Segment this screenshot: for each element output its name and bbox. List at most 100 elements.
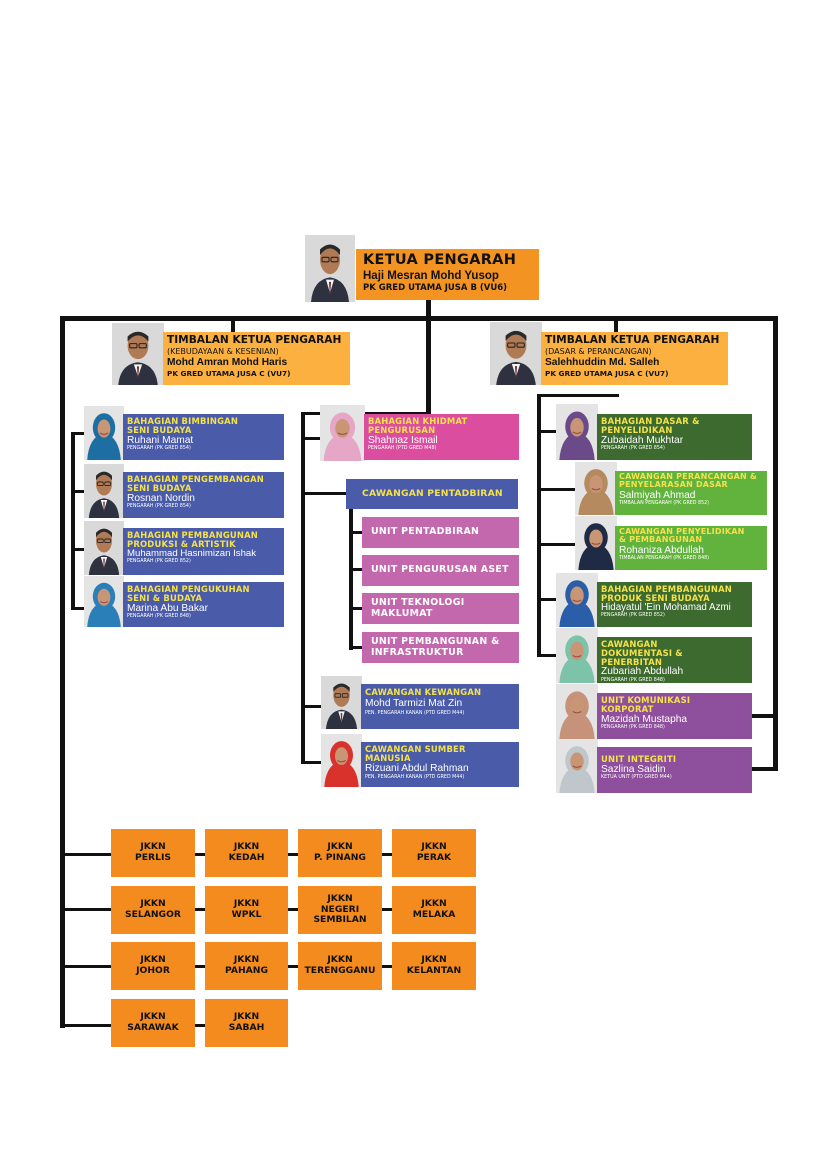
unit-box: UNIT TEKNOLOGI MAKLUMAT (362, 593, 519, 624)
line-right-tick-2 (537, 488, 579, 491)
khidmat-name: Shahnaz Ismail (368, 434, 438, 446)
unit-box: UNIT PENTADBIRAN (362, 517, 519, 548)
line-middle-tick-sumber (301, 761, 323, 764)
jkkn-state: PERAK (416, 852, 452, 863)
jkkn-label: JKKN (421, 954, 447, 966)
right-unit-portrait-icon (556, 684, 598, 739)
line-jkkn-r2-c (382, 908, 394, 911)
left-unit-position: PENGARAH (PK GRED 848) (127, 613, 191, 619)
unit-label: UNIT PENGURUSAN ASET (371, 564, 509, 576)
jkkn-state: WPKL (231, 909, 262, 920)
right-unit-box: UNIT INTEGRITI Sazlina Saidin KETUA UNIT… (597, 747, 752, 793)
right-unit-portrait-icon (575, 462, 617, 515)
sumber-box: CAWANGAN SUMBER MANUSIA Rizuani Abdul Ra… (361, 742, 519, 787)
jkkn-state: KELANTAN (406, 965, 462, 976)
kewangan-box: CAWANGAN KEWANGAN Mohd Tarmizi Mat Zin P… (361, 684, 519, 729)
right-unit-heading: BAHAGIAN PEMBANGUNAN PRODUK SENI BUDAYA (601, 584, 732, 603)
line-middle-vertical (301, 412, 305, 764)
line-left-bracket (71, 432, 75, 610)
jkkn-state: P. PINANG (314, 852, 366, 863)
jkkn-state: JOHOR (136, 965, 170, 976)
right-unit-portrait-icon (556, 739, 598, 793)
right-unit-name: Hidayatul 'Ein Mohamad Azmi (601, 601, 731, 613)
line-jkkn-r3-c (382, 965, 394, 968)
jkkn-label: JKKN (421, 898, 447, 910)
right-unit-heading: UNIT KOMUNIKASI KORPORAT (601, 695, 691, 714)
left-unit-box: BAHAGIAN PENGUKUHAN SENI & BUDAYA Marina… (123, 582, 284, 627)
deputy-left-sub: (KEBUDAYAAN & KESENIAN) (167, 347, 279, 357)
deputy-left-grade: PK GRED UTAMA JUSA C (VU7) (167, 369, 291, 379)
left-unit-box: BAHAGIAN PEMBANGUNAN PRODUKSI & ARTISTIK… (123, 528, 284, 575)
left-unit-heading: BAHAGIAN PENGEMBANGAN SENI BUDAYA (127, 474, 264, 493)
khidmat-box: BAHAGIAN KHIDMAT PENGURUSAN Shahnaz Isma… (364, 414, 519, 460)
deputy-right-name: Salehhuddin Md. Salleh (545, 356, 660, 368)
right-unit-heading: CAWANGAN DOKUMENTASI & PENERBITAN (601, 639, 683, 667)
line-right-main (773, 316, 778, 771)
right-unit-position: TIMBALAN PENGARAH (PK GRED 848) (619, 556, 710, 561)
left-unit-position: PENGARAH (PK GRED 854) (127, 445, 191, 451)
jkkn-state: TERENGGANU (304, 965, 376, 976)
kewangan-name: Mohd Tarmizi Mat Zin (365, 697, 463, 709)
kewangan-heading: CAWANGAN KEWANGAN (365, 687, 482, 697)
right-unit-portrait-icon (556, 628, 598, 683)
right-unit-name: Salmiyah Ahmad (619, 489, 696, 501)
right-unit-heading: BAHAGIAN DASAR & PENYELIDIKAN (601, 416, 700, 435)
jkkn-label: JKKN (327, 954, 353, 966)
left-unit-portrait-icon (84, 576, 124, 627)
deputy-left-title: TIMBALAN KETUA PENGARAH (167, 334, 342, 346)
line-left-tick-3 (71, 548, 89, 551)
deputy-left-box: TIMBALAN KETUA PENGARAH (KEBUDAYAAN & KE… (163, 332, 350, 385)
line-jkkn-r2-a (195, 908, 207, 911)
line-head-stem (426, 300, 431, 320)
right-unit-position: PENGARAH (PK GRED 848) (601, 677, 665, 683)
line-jkkn-r3-b (288, 965, 300, 968)
line-right-komunikasi (752, 714, 778, 718)
jkkn-state: PERLIS (135, 852, 171, 863)
left-unit-position: PENGARAH (PK GRED 852) (127, 559, 191, 565)
line-right-integriti (752, 767, 778, 771)
left-unit-heading: BAHAGIAN BIMBINGAN SENI BUDAYA (127, 416, 239, 435)
deputy-left-portrait-icon (112, 323, 164, 385)
right-unit-portrait-icon (556, 573, 598, 627)
unit-label: UNIT PENTADBIRAN (371, 526, 480, 538)
right-unit-heading: CAWANGAN PERANCANGAN & PENYELARASAN DASA… (619, 472, 758, 490)
right-unit-name: Mazidah Mustapha (601, 713, 688, 725)
jkkn-label: JKKN (233, 954, 260, 966)
line-right-tick-5 (537, 654, 563, 657)
jkkn-label: JKKN (327, 841, 353, 853)
khidmat-position: PENGARAH (PTD GRED M48) (368, 445, 437, 451)
right-unit-box: BAHAGIAN PEMBANGUNAN PRODUK SENI BUDAYA … (597, 582, 752, 627)
right-unit-heading: UNIT INTEGRITI (601, 754, 677, 764)
head-box: KETUA PENGARAH Haji Mesran Mohd Yusop PK… (356, 249, 539, 300)
line-deputy-right-stem (614, 316, 618, 334)
left-unit-portrait-icon (84, 464, 124, 518)
left-unit-position: PENGARAH (PK GRED 854) (127, 503, 191, 509)
line-left-tick-2 (71, 490, 89, 493)
unit-label: UNIT TEKNOLOGI MAKLUMAT (371, 597, 465, 619)
left-unit-portrait-icon (84, 406, 124, 460)
line-middle-tick-khidmat (301, 437, 321, 440)
line-right-tick-1 (537, 430, 563, 433)
line-jkkn-row-4 (60, 1024, 112, 1027)
sumber-portrait-icon (321, 734, 362, 787)
line-unit-vertical (349, 508, 353, 650)
line-top-horizontal (60, 316, 778, 321)
right-unit-portrait-icon (556, 404, 598, 460)
deputy-left-name: Mohd Amran Mohd Haris (167, 356, 288, 368)
right-unit-position: PENGARAH (PK GRED 848) (601, 724, 665, 730)
line-left-main (60, 316, 65, 1028)
left-unit-portrait-icon (84, 521, 124, 575)
deputy-right-portrait-icon (490, 322, 542, 385)
line-jkkn-row-1 (60, 853, 112, 856)
right-unit-box: BAHAGIAN DASAR & PENYELIDIKAN Zubaidah M… (597, 414, 752, 460)
sumber-position: PEN. PENGARAH KANAN (PTD GRED M44) (365, 774, 465, 780)
line-jkkn-r2-b (288, 908, 300, 911)
